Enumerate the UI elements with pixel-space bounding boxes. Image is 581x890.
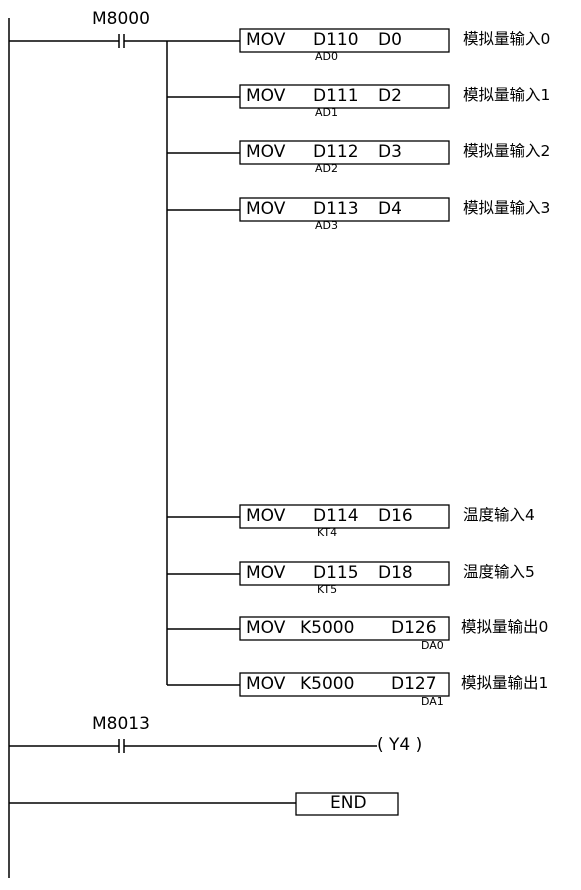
- instruction-src: D115: [313, 563, 359, 583]
- instruction-comment: 模拟量输入3: [463, 199, 551, 217]
- instruction-op: MOV: [246, 674, 286, 694]
- instruction-sub-label: KT4: [317, 526, 338, 539]
- end-box: [295, 792, 399, 816]
- instruction-box: [239, 616, 450, 641]
- instruction-sub-label: AD2: [315, 162, 338, 175]
- instruction-box: [239, 84, 450, 109]
- instruction-comment: 模拟量输出1: [461, 674, 549, 692]
- instruction-comment: 模拟量输入0: [463, 30, 551, 48]
- instruction-sub-label: AD1: [315, 106, 338, 119]
- instruction-sub-label: DA0: [421, 639, 444, 652]
- instruction-comment: 模拟量输入2: [463, 142, 551, 160]
- instruction-box: [239, 561, 450, 586]
- instruction-dst: D2: [378, 86, 402, 106]
- end-instruction: END: [330, 793, 367, 813]
- contact-m8013-symbol: [118, 739, 125, 753]
- instruction-dst: D4: [378, 199, 402, 219]
- instruction-sub-label: DA1: [421, 695, 444, 708]
- instruction-op: MOV: [246, 618, 286, 638]
- instruction-comment: 模拟量输出0: [461, 618, 549, 636]
- instruction-dst: D3: [378, 142, 402, 162]
- instruction-op: MOV: [246, 199, 286, 219]
- instruction-comment: 模拟量输入1: [463, 86, 551, 104]
- instruction-box: [239, 28, 450, 53]
- instruction-comment: 温度输入5: [463, 563, 535, 581]
- instruction-sub-label: KT5: [317, 583, 338, 596]
- coil-y4: ( Y4 ): [377, 735, 423, 755]
- contact-label-m8013: M8013: [92, 714, 150, 734]
- instruction-src: D112: [313, 142, 359, 162]
- instruction-box: [239, 504, 450, 529]
- instruction-src: K5000: [300, 618, 355, 638]
- instruction-comment: 温度输入4: [463, 506, 535, 524]
- instruction-src: D110: [313, 30, 359, 50]
- instruction-src: D111: [313, 86, 359, 106]
- instruction-op: MOV: [246, 506, 286, 526]
- instruction-sub-label: AD3: [315, 219, 338, 232]
- instruction-op: MOV: [246, 142, 286, 162]
- instruction-sub-label: AD0: [315, 50, 338, 63]
- instruction-dst: D0: [378, 30, 402, 50]
- contact-label-m8000: M8000: [92, 9, 150, 29]
- instruction-src: K5000: [300, 674, 355, 694]
- instruction-dst: D127: [391, 674, 437, 694]
- instruction-box: [239, 672, 450, 697]
- contact-m8000-symbol: [118, 34, 125, 48]
- instruction-op: MOV: [246, 563, 286, 583]
- instruction-dst: D126: [391, 618, 437, 638]
- instruction-box: [239, 140, 450, 165]
- instruction-box: [239, 197, 450, 222]
- instruction-dst: D18: [378, 563, 413, 583]
- instruction-op: MOV: [246, 30, 286, 50]
- instruction-dst: D16: [378, 506, 413, 526]
- instruction-src: D113: [313, 199, 359, 219]
- instruction-src: D114: [313, 506, 359, 526]
- instruction-op: MOV: [246, 86, 286, 106]
